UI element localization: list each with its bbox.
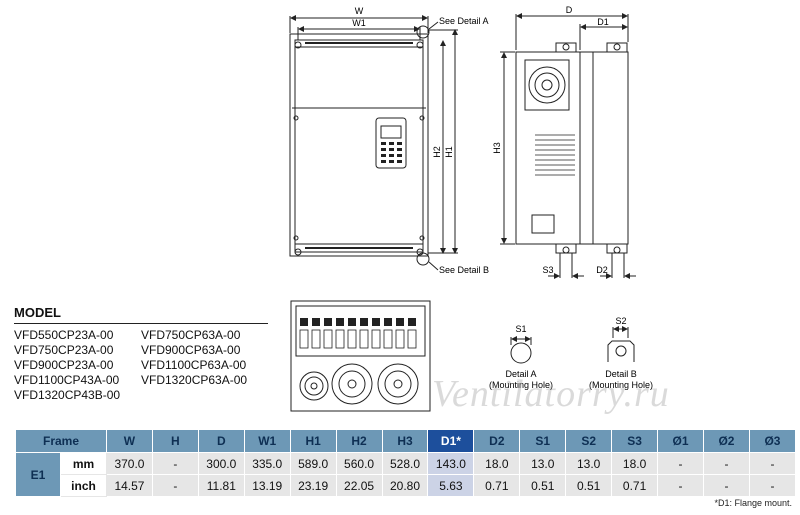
value-cell: 0.71 [473, 474, 521, 497]
dim-d-label: D [566, 5, 573, 15]
technical-drawings: W W1 See Detail A See Detail B H2 H1 [289, 5, 653, 412]
dim-h2-label: H2 [432, 146, 442, 158]
dim-d2-label: D2 [596, 265, 608, 275]
dim-h3-label: H3 [492, 142, 502, 154]
dim-s2-label: S2 [615, 316, 626, 326]
value-cell: 589.0 [289, 452, 337, 475]
value-cell: 11.81 [197, 474, 245, 497]
value-cell: - [748, 474, 797, 497]
value-cell: 528.0 [381, 452, 429, 475]
table-header-row: Frame W H D W1 H1 H2 H3 D1* D2 S1 S2 S3 … [15, 429, 797, 453]
dim-w-label: W [355, 6, 364, 16]
model-item: VFD1100CP43A-00 [14, 373, 120, 387]
dim-w1-label: W1 [352, 18, 366, 28]
unit-cell: inch [60, 474, 107, 497]
header-phi2: Ø2 [702, 429, 750, 453]
frame-cell: E1 [15, 452, 61, 497]
header-h: H [151, 429, 199, 453]
header-h1: H1 [289, 429, 337, 453]
detail-a-caption: (Mounting Hole) [489, 380, 553, 390]
model-item: VFD750CP63A-00 [141, 328, 241, 342]
dim-h1-label: H1 [444, 146, 454, 158]
model-list: MODEL VFD550CP23A-00 VFD750CP23A-00 VFD9… [14, 305, 268, 403]
table-row: E1 mm 370.0 - 300.0 335.0 589.0 560.0 52… [15, 452, 797, 497]
see-detail-b-label: See Detail B [439, 265, 489, 275]
header-phi3: Ø3 [748, 429, 797, 453]
model-item: VFD900CP23A-00 [14, 358, 114, 372]
model-heading: MODEL [14, 305, 268, 324]
value-cell: - [702, 452, 750, 475]
value-cell: 18.0 [473, 452, 521, 475]
model-item: VFD900CP63A-00 [141, 343, 241, 357]
detail-b-label: Detail B [605, 369, 637, 379]
dim-d1-label: D1 [597, 17, 609, 27]
detail-b-caption: (Mounting Hole) [589, 380, 653, 390]
value-cell: 370.0 [106, 452, 153, 475]
model-item: VFD1320CP63A-00 [141, 373, 248, 387]
header-s2: S2 [565, 429, 613, 453]
value-cell: - [657, 452, 704, 475]
unit-cell: mm [60, 452, 107, 475]
model-column-right: VFD750CP63A-00 VFD900CP63A-00 VFD1100CP6… [141, 328, 268, 403]
value-cell: 23.19 [289, 474, 337, 497]
header-h3: H3 [381, 429, 429, 453]
dim-s1-label: S1 [515, 324, 526, 334]
header-phi1: Ø1 [657, 429, 704, 453]
value-cell: - [748, 452, 797, 475]
value-cell: 14.57 [106, 474, 153, 497]
dim-s3-label: S3 [542, 265, 553, 275]
header-w1: W1 [243, 429, 291, 453]
value-cell: 13.19 [243, 474, 291, 497]
value-cell: 335.0 [243, 452, 291, 475]
value-cell: 0.51 [519, 474, 567, 497]
header-s3: S3 [611, 429, 659, 453]
value-cell: 22.05 [335, 474, 383, 497]
model-column-left: VFD550CP23A-00 VFD750CP23A-00 VFD900CP23… [14, 328, 141, 403]
value-cell: 13.0 [519, 452, 567, 475]
value-cell: 5.63 [427, 474, 475, 497]
value-cell: - [151, 474, 199, 497]
watermark: Ventilatorry.ru [432, 373, 670, 415]
header-frame: Frame [15, 429, 107, 453]
value-cell: 300.0 [197, 452, 245, 475]
value-cell: - [657, 474, 704, 497]
value-cell: 0.71 [611, 474, 659, 497]
value-cell: 0.51 [565, 474, 613, 497]
detail-a-drawing [510, 336, 532, 364]
value-cell: 20.80 [381, 474, 429, 497]
detail-b-drawing [607, 326, 635, 362]
front-view-drawing [289, 15, 458, 271]
model-item: VFD1320CP43B-00 [14, 388, 121, 402]
see-detail-a-label: See Detail A [439, 16, 489, 26]
detail-a-label: Detail A [505, 369, 536, 379]
header-s1: S1 [519, 429, 567, 453]
header-d2: D2 [473, 429, 521, 453]
header-d: D [197, 429, 245, 453]
side-view-drawing [500, 13, 636, 279]
value-cell: - [151, 452, 199, 475]
header-w: W [106, 429, 153, 453]
model-item: VFD750CP23A-00 [14, 343, 114, 357]
value-cell: 560.0 [335, 452, 383, 475]
value-cell: 13.0 [565, 452, 613, 475]
header-h2: H2 [335, 429, 383, 453]
header-d1: D1* [427, 429, 475, 453]
model-item: VFD550CP23A-00 [14, 328, 114, 342]
dimension-table: Frame W H D W1 H1 H2 H3 D1* D2 S1 S2 S3 … [15, 429, 797, 497]
value-cell: 143.0 [427, 452, 475, 475]
value-cell: 18.0 [611, 452, 659, 475]
bottom-view-drawing [290, 300, 431, 412]
footnote: *D1: Flange mount. [714, 498, 792, 508]
model-item: VFD1100CP63A-00 [141, 358, 247, 372]
table-row: inch 14.57 - 11.81 13.19 23.19 22.05 20.… [16, 474, 797, 497]
value-cell: - [702, 474, 750, 497]
